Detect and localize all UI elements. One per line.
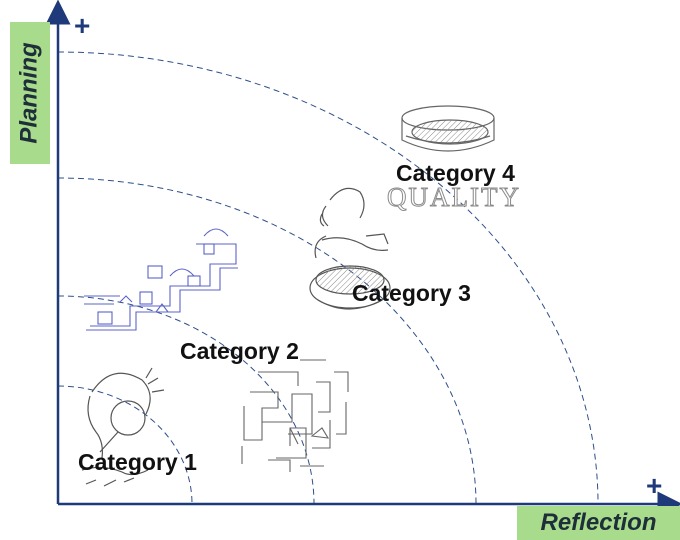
category-2-label: Category 2 [180,338,299,364]
quality-text: QUALITY [387,182,521,213]
category-3-label: Category 3 [352,280,471,306]
y-axis-plus-marker: + [74,10,91,41]
planning-axis-label: Planning [10,22,50,164]
staircase-blueprint-illustration [84,228,238,331]
reflection-axis-text: Reflection [540,509,657,536]
category-1-label: Category 1 [78,449,197,475]
sieve-illustration [401,105,495,152]
reflection-axis-label: Reflection [517,506,680,540]
category-boundaries [57,51,599,505]
sieve-person-illustration [309,187,391,310]
arc-category-1 [57,385,193,505]
arc-category-4 [57,51,599,505]
arc-category-2 [57,295,315,505]
category-4-label: Category 4 [396,160,515,186]
x-axis-plus-marker: + [646,470,663,501]
magnifier-person-illustration [81,367,165,487]
planning-axis-text: Planning [16,42,43,144]
maze-illustration [241,359,349,472]
